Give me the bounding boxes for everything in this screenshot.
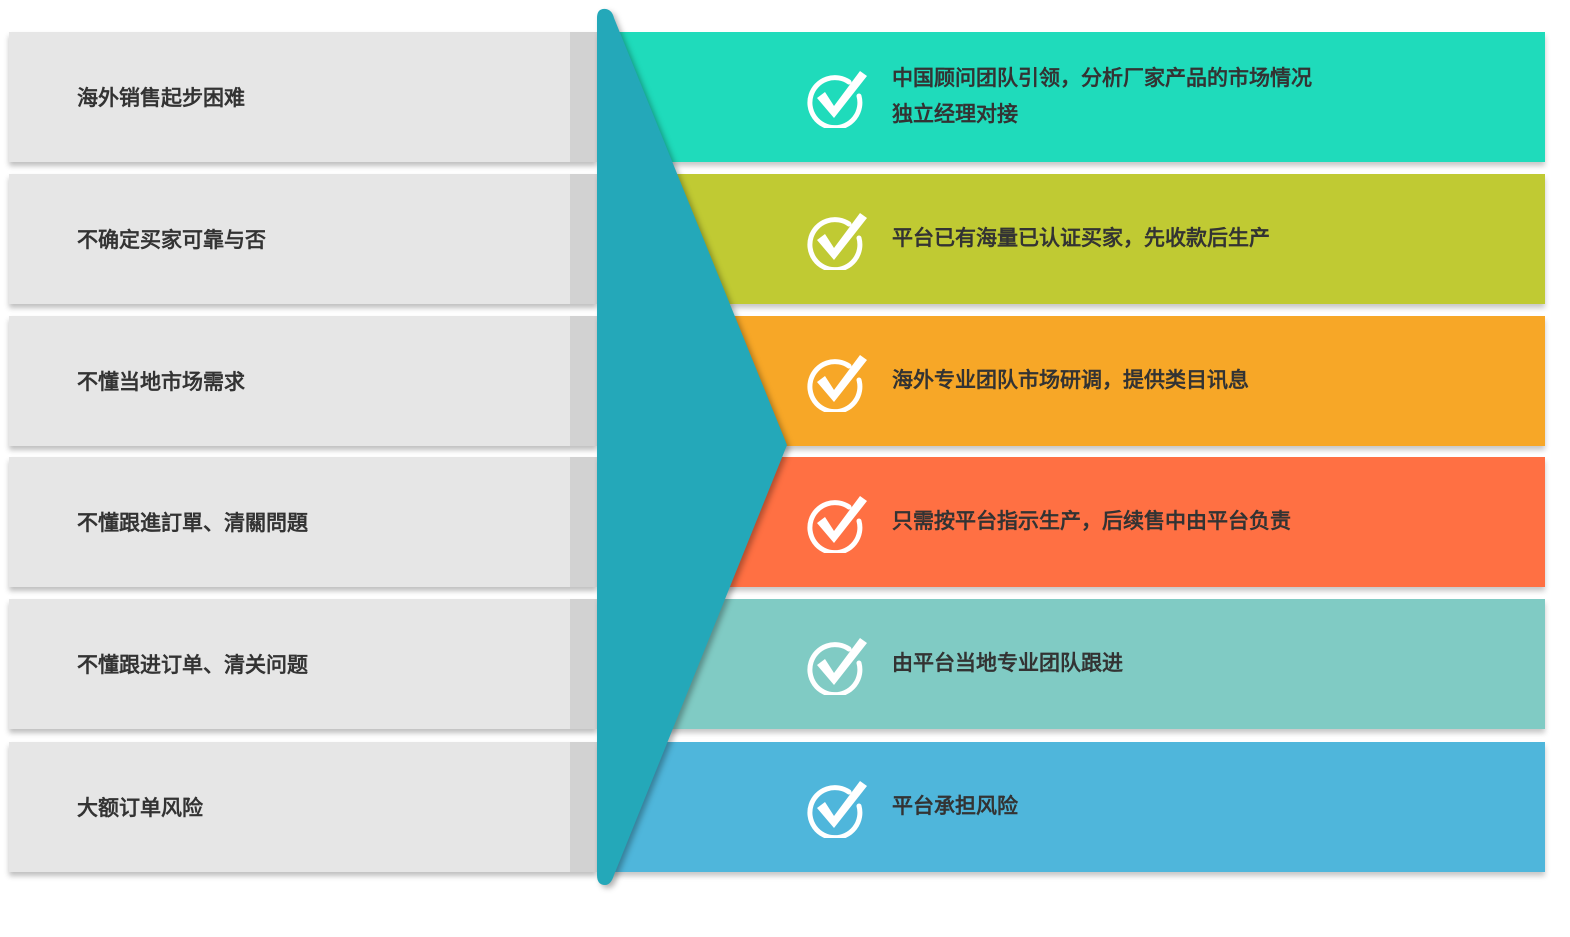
row-divider-strip <box>570 599 597 729</box>
solution-text: 平台承担风险 <box>892 789 1018 825</box>
check-circle-icon <box>807 496 867 553</box>
check-circle-icon <box>807 71 867 128</box>
solution-text-line: 中国顾问团队引领，分析厂家产品的市场情况 <box>892 67 1312 90</box>
solution-text: 海外专业团队市场研调，提供类目讯息 <box>892 363 1249 399</box>
row-divider-strip <box>570 174 597 304</box>
row-divider-strip <box>570 316 597 446</box>
check-circle-icon <box>807 781 867 838</box>
solution-text: 平台已有海量已认证买家，先收款后生产 <box>892 221 1270 257</box>
problem-label: 不懂跟進訂單、清關問題 <box>77 512 308 535</box>
problem-label: 海外销售起步困难 <box>77 87 245 110</box>
problem-row: 不懂跟進訂單、清關問題 <box>9 457 597 587</box>
row-divider-strip <box>570 32 597 162</box>
problem-row: 大额订单风险 <box>9 742 597 872</box>
solution-text-line: 平台承担风险 <box>892 795 1018 818</box>
check-circle-icon <box>807 638 867 695</box>
problem-row: 不懂当地市场需求 <box>9 316 597 446</box>
solution-row: 平台承担风险 <box>600 742 1545 872</box>
check-circle-icon <box>807 213 867 270</box>
problem-label: 不懂当地市场需求 <box>77 371 245 394</box>
solution-row: 由平台当地专业团队跟进 <box>600 599 1545 729</box>
solution-text-line: 只需按平台指示生产，后续售中由平台负责 <box>892 510 1291 533</box>
solution-text-line: 独立经理对接 <box>892 103 1018 126</box>
check-circle-icon <box>807 355 867 412</box>
solution-text: 只需按平台指示生产，后续售中由平台负责 <box>892 504 1291 540</box>
problem-label: 不确定买家可靠与否 <box>77 229 266 252</box>
problem-label: 不懂跟进订单、清关问题 <box>77 654 308 677</box>
solution-row: 中国顾问团队引领，分析厂家产品的市场情况独立经理对接 <box>600 32 1545 162</box>
solution-text: 由平台当地专业团队跟进 <box>892 646 1123 682</box>
solution-text-line: 海外专业团队市场研调，提供类目讯息 <box>892 369 1249 392</box>
problem-row: 不懂跟进订单、清关问题 <box>9 599 597 729</box>
problem-row: 海外销售起步困难 <box>9 32 597 162</box>
solution-row: 平台已有海量已认证买家，先收款后生产 <box>600 174 1545 304</box>
problem-label: 大额订单风险 <box>77 797 203 820</box>
funnel-shape <box>597 8 787 885</box>
problem-row: 不确定买家可靠与否 <box>9 174 597 304</box>
row-divider-strip <box>570 742 597 872</box>
row-divider-strip <box>570 457 597 587</box>
solution-text: 中国顾问团队引领，分析厂家产品的市场情况独立经理对接 <box>892 61 1312 133</box>
solution-text-line: 平台已有海量已认证买家，先收款后生产 <box>892 227 1270 250</box>
solution-text-line: 由平台当地专业团队跟进 <box>892 652 1123 675</box>
